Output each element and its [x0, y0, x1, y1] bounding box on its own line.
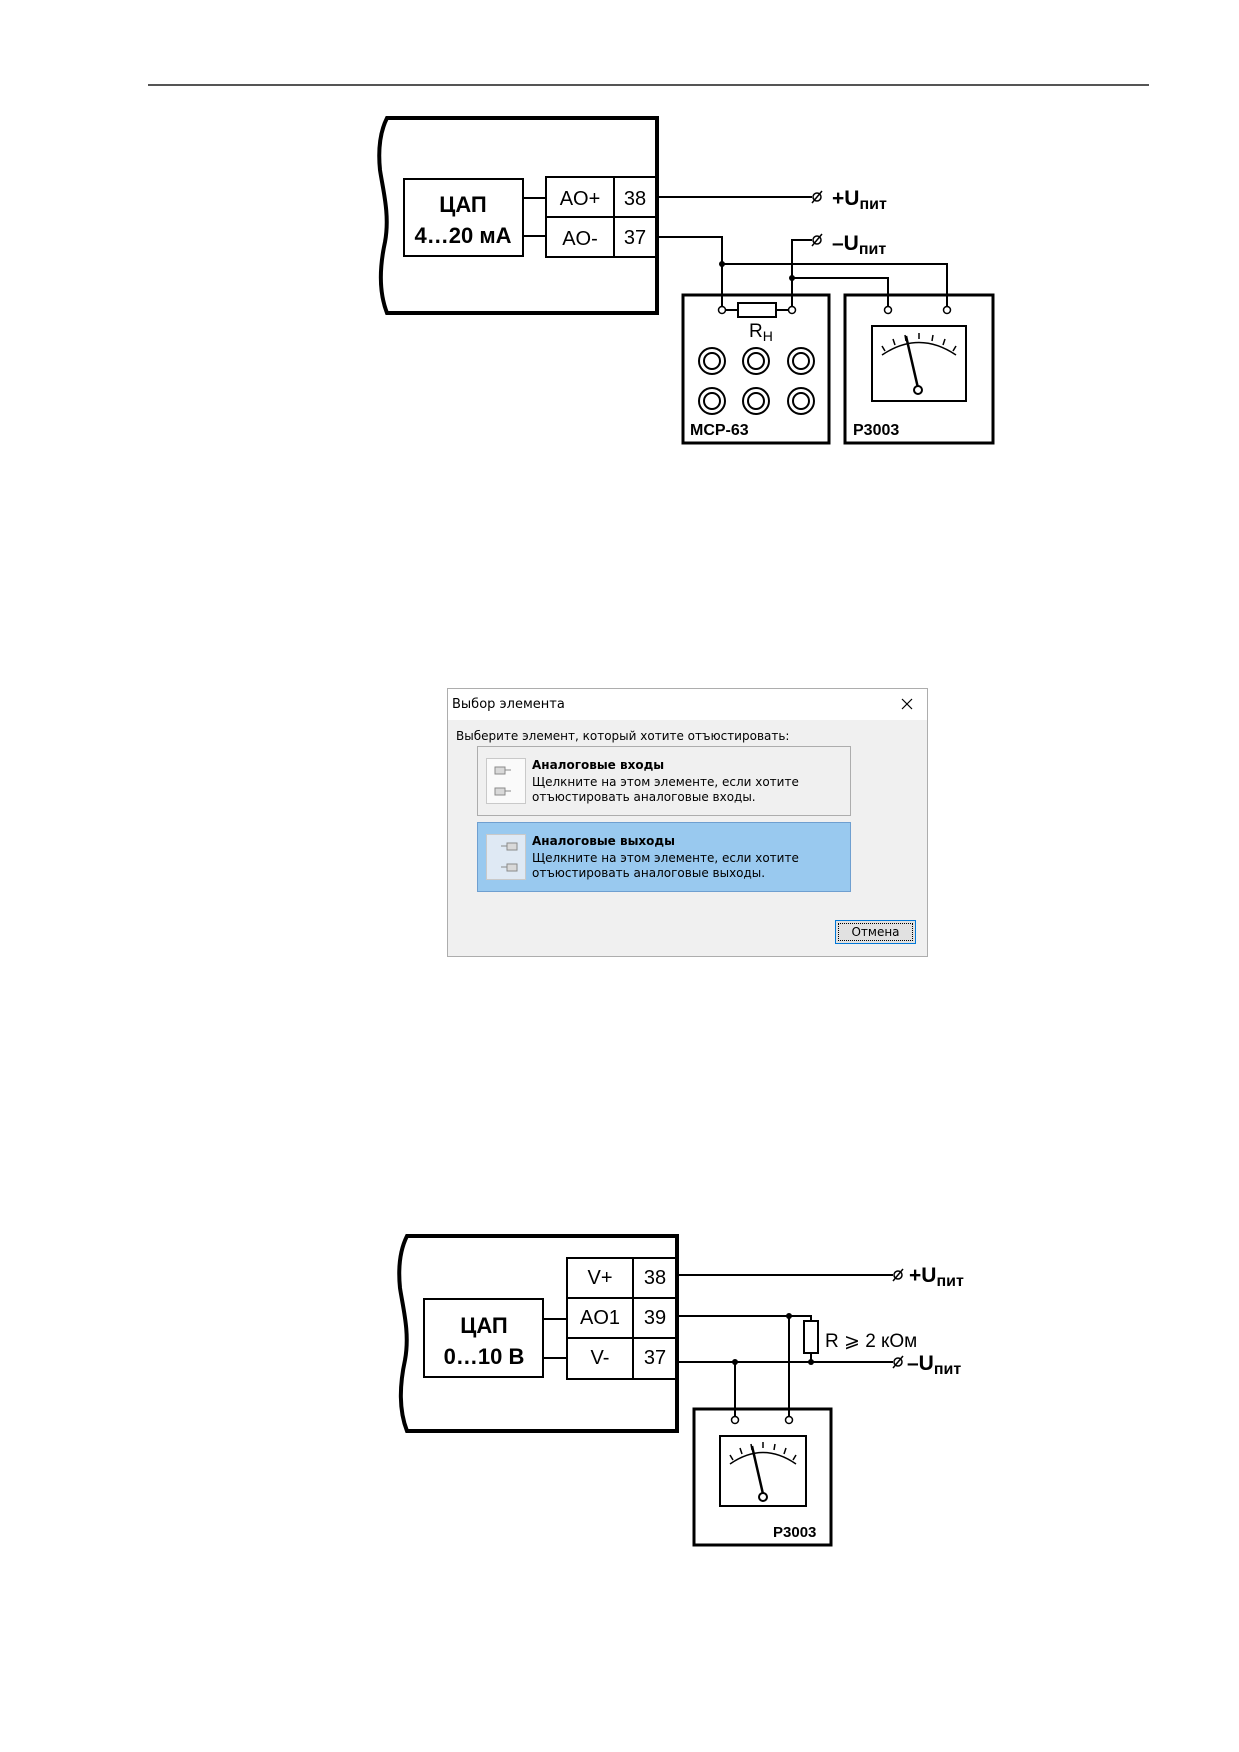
close-icon	[901, 698, 913, 710]
terminal-label: AO1	[580, 1307, 620, 1329]
terminal-label: V+	[587, 1267, 612, 1289]
load-resistor	[737, 302, 777, 318]
meter-label: Р3003	[853, 422, 899, 439]
terminal-number: 38	[624, 188, 646, 210]
dac-title: ЦАП	[439, 192, 486, 217]
analog-outputs-icon	[486, 834, 526, 880]
supply-minus-label-2: –Uпит	[907, 1352, 961, 1378]
resistor-label: RН	[749, 321, 773, 344]
dac-range: 4…20 мА	[415, 223, 512, 248]
terminal-number: 39	[644, 1307, 666, 1329]
load-resistor-2	[803, 1320, 819, 1354]
dialog-titlebar: Выбор элемента	[448, 689, 927, 720]
supply-plus-label: +Uпит	[832, 187, 887, 213]
dac-title-2: ЦАП	[460, 1313, 507, 1338]
option-description: Щелкните на этом элементе, если хотите о…	[532, 851, 799, 880]
dac-block	[403, 178, 524, 257]
supply-plus-label-2: +Uпит	[909, 1264, 964, 1290]
meter-dial	[871, 325, 967, 402]
terminal-label: AO-	[562, 228, 598, 250]
dac-range-2: 0…10 В	[444, 1344, 525, 1369]
box-store-label: МСР-63	[690, 422, 749, 439]
cancel-button[interactable]: Отмена	[835, 920, 916, 944]
close-button[interactable]	[887, 689, 927, 720]
supply-minus-label: –Uпит	[832, 232, 886, 258]
decade-knobs	[698, 347, 815, 415]
dialog-prompt: Выберите элемент, который хотите отъюсти…	[456, 729, 790, 743]
analog-inputs-icon	[486, 758, 526, 804]
header-rule	[148, 84, 1149, 86]
option-title: Аналоговые входы	[532, 758, 665, 772]
terminal-number: 37	[624, 227, 646, 249]
device-housing	[377, 116, 659, 315]
resistor-label-2: R ⩾ 2 кОм	[825, 1331, 917, 1352]
terminal-number: 38	[644, 1267, 666, 1289]
meter-box	[843, 293, 995, 445]
dac-block-2	[423, 1298, 544, 1378]
option-analog-outputs[interactable]: Аналоговые выходы Щелкните на этом элеме…	[477, 822, 851, 892]
terminal-number: 37	[644, 1347, 666, 1369]
resistance-box	[681, 293, 831, 445]
select-element-dialog: Выбор элемента Выберите элемент, который…	[447, 688, 928, 957]
meter-box-2	[692, 1407, 833, 1547]
dialog-title: Выбор элемента	[452, 697, 565, 712]
terminal-label: V-	[591, 1347, 610, 1369]
option-description: Щелкните на этом элементе, если хотите о…	[532, 775, 799, 804]
terminal-label: AO+	[560, 188, 601, 210]
option-title: Аналоговые выходы	[532, 834, 675, 848]
option-analog-inputs[interactable]: Аналоговые входы Щелкните на этом элемен…	[477, 746, 851, 816]
terminal-block-2	[566, 1257, 678, 1380]
meter-label-2: Р3003	[773, 1524, 816, 1541]
